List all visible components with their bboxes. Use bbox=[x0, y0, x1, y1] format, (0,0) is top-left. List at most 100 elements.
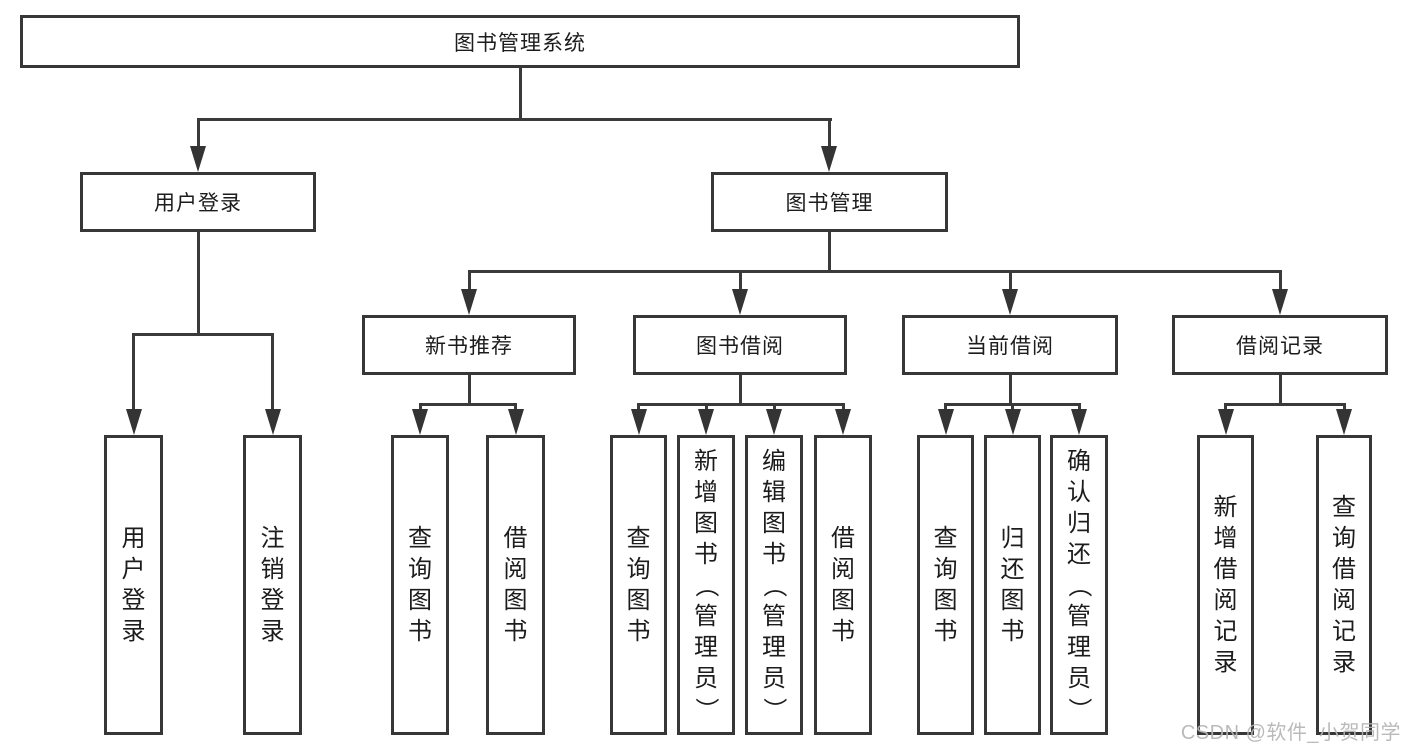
leaf-label-char: 编 bbox=[762, 447, 786, 475]
leaf-label-char: （ bbox=[1065, 573, 1093, 597]
leaf-logout: 注销登录 bbox=[243, 435, 302, 735]
leaf-label: 查询图书 bbox=[394, 438, 446, 732]
leaf-label-char: 询 bbox=[933, 556, 958, 583]
arrow-down-icon bbox=[937, 409, 954, 435]
leaf-label-char: 查 bbox=[626, 525, 651, 552]
leaf-edit-books-admin: 编辑图书（管理员） bbox=[745, 435, 803, 735]
connector-line bbox=[1008, 271, 1012, 291]
arrow-down-icon bbox=[835, 409, 851, 435]
leaf-label-char: 阅 bbox=[503, 556, 528, 583]
leaf-label-char: 记 bbox=[1332, 618, 1356, 645]
leaf-label: 注销登录 bbox=[246, 438, 299, 732]
leaf-borrow-books-2: 借阅图书 bbox=[814, 435, 872, 735]
leaf-label-char: 图 bbox=[831, 587, 855, 614]
leaf-label-char: 阅 bbox=[1332, 587, 1356, 614]
arrow-down-icon bbox=[630, 409, 647, 435]
leaf-label-char: 销 bbox=[260, 556, 285, 583]
node-book-borrowing: 图书借阅 bbox=[633, 315, 847, 375]
node-current-borrowing: 当前借阅 bbox=[902, 315, 1118, 375]
node-new-book-recommendation: 新书推荐 bbox=[362, 315, 576, 375]
leaf-add-borrow-record: 新增借阅记录 bbox=[1197, 435, 1254, 735]
leaf-label-char: 录 bbox=[121, 618, 146, 645]
leaf-label-char: 借 bbox=[831, 525, 855, 552]
leaf-label-char: 用 bbox=[121, 525, 146, 552]
leaf-label: 借阅图书 bbox=[489, 438, 542, 732]
leaf-label-char: 书 bbox=[1000, 618, 1025, 645]
leaf-label-char: 认 bbox=[1067, 478, 1091, 506]
leaf-label-char: 户 bbox=[121, 556, 146, 583]
connector-line bbox=[467, 375, 471, 406]
leaf-label-char: 书 bbox=[408, 618, 432, 645]
leaf-label-char: 新 bbox=[694, 447, 718, 475]
leaf-query-borrow-record: 查询借阅记录 bbox=[1316, 435, 1372, 735]
leaf-label-char: 理 bbox=[762, 633, 786, 661]
leaf-user-login: 用户登录 bbox=[104, 435, 163, 735]
arrow-down-icon bbox=[821, 146, 837, 172]
arrow-down-icon bbox=[412, 409, 428, 435]
connector-line bbox=[132, 332, 274, 336]
leaf-label-char: ） bbox=[1065, 697, 1093, 721]
arrow-down-icon bbox=[1004, 409, 1021, 435]
leaf-label: 查询图书 bbox=[920, 438, 971, 732]
connector-line bbox=[467, 271, 471, 291]
csdn-watermark: CSDN @软件_小贺同学 bbox=[1180, 722, 1401, 744]
node-root-library-system: 图书管理系统 bbox=[20, 15, 1020, 68]
leaf-label-char: 图 bbox=[1000, 587, 1025, 614]
connector-line bbox=[827, 232, 831, 273]
node-book-management: 图书管理 bbox=[711, 172, 948, 232]
leaf-label-char: 查 bbox=[933, 525, 958, 552]
connector-line bbox=[196, 232, 200, 336]
connector-line bbox=[132, 334, 135, 411]
leaf-label-char: 登 bbox=[121, 587, 146, 614]
leaf-label-char: （ bbox=[760, 573, 788, 597]
leaf-label-char: 查 bbox=[1332, 494, 1356, 521]
leaf-label-char: 询 bbox=[626, 556, 651, 583]
leaf-label-char: 书 bbox=[626, 618, 651, 645]
leaf-label-char: 询 bbox=[1332, 525, 1356, 552]
leaf-label-char: ） bbox=[760, 697, 788, 721]
leaf-label-char: （ bbox=[692, 573, 720, 597]
leaf-label-char: 记 bbox=[1213, 618, 1238, 645]
leaf-label-char: 理 bbox=[694, 633, 718, 661]
node-label: 用户登录 bbox=[154, 192, 242, 215]
leaf-label-char: 归 bbox=[1067, 509, 1091, 537]
leaf-label-char: ） bbox=[692, 697, 720, 721]
leaf-query-books-3: 查询图书 bbox=[917, 435, 974, 735]
leaf-label-char: 录 bbox=[1332, 649, 1356, 676]
arrow-down-icon bbox=[507, 409, 524, 435]
leaf-query-books-1: 查询图书 bbox=[391, 435, 449, 735]
leaf-label-char: 书 bbox=[503, 618, 528, 645]
leaf-label: 归还图书 bbox=[987, 438, 1038, 732]
leaf-label-char: 归 bbox=[1000, 525, 1025, 552]
leaf-label-char: 员 bbox=[762, 664, 786, 692]
connector-line bbox=[738, 375, 742, 406]
leaf-label-char: 图 bbox=[503, 587, 528, 614]
connector-line bbox=[518, 68, 522, 120]
arrow-down-icon bbox=[732, 289, 748, 315]
leaf-label: 查询图书 bbox=[613, 438, 664, 732]
connector-line bbox=[418, 402, 517, 406]
leaf-label-char: 录 bbox=[260, 618, 285, 645]
leaf-label-char: 员 bbox=[694, 664, 718, 692]
leaf-label-char: 书 bbox=[933, 618, 958, 645]
connector-line bbox=[1224, 402, 1346, 406]
leaf-label-char: 理 bbox=[1067, 633, 1091, 661]
leaf-label-char: 管 bbox=[694, 602, 718, 630]
arrow-down-icon bbox=[1071, 409, 1087, 435]
arrow-down-icon bbox=[698, 409, 714, 435]
connector-line bbox=[1278, 271, 1282, 291]
leaf-label: 确认归还（管理员） bbox=[1053, 438, 1105, 732]
leaf-label-char: 借 bbox=[1213, 556, 1238, 583]
leaf-label-char: 阅 bbox=[831, 556, 855, 583]
leaf-label: 编辑图书（管理员） bbox=[748, 438, 800, 732]
leaf-query-books-2: 查询图书 bbox=[610, 435, 667, 735]
arrow-down-icon bbox=[461, 289, 477, 315]
leaf-label-char: 图 bbox=[408, 587, 432, 614]
arrow-down-icon bbox=[1272, 289, 1288, 315]
leaf-label-char: 图 bbox=[694, 509, 718, 537]
leaf-label: 借阅图书 bbox=[817, 438, 869, 732]
node-label: 新书推荐 bbox=[425, 335, 513, 358]
leaf-label-char: 还 bbox=[1000, 556, 1025, 583]
arrow-down-icon bbox=[1336, 409, 1352, 435]
